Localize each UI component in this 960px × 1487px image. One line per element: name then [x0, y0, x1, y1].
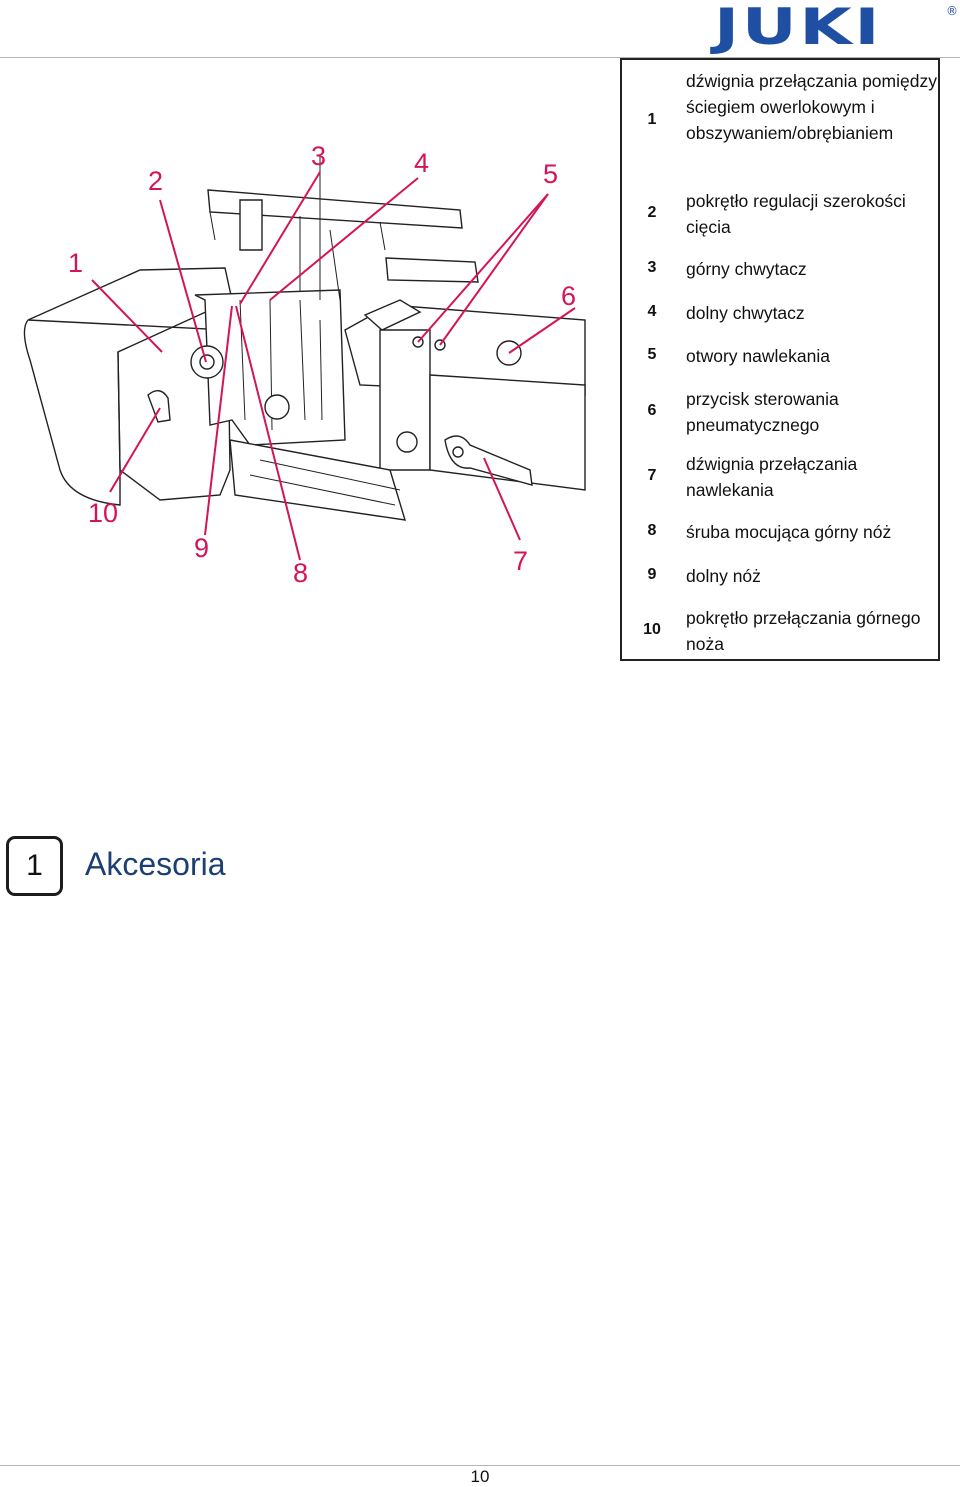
callout-6: 6 [561, 281, 576, 311]
callout-10: 10 [88, 498, 118, 528]
legend-label: śruba mocująca górny nóż [686, 522, 892, 542]
legend-number: 2 [647, 204, 657, 221]
legend-number: 7 [647, 467, 657, 484]
legend-label: dolny nóż [686, 566, 761, 586]
header-rule [0, 57, 960, 58]
logo-text: JUKI [714, 0, 883, 56]
callout-1: 1 [68, 248, 83, 278]
legend-row: 1 dźwignia przełączania pomiędzy ściegie… [622, 68, 938, 180]
legend-number: 8 [647, 522, 657, 539]
callout-numbers: 1 2 3 4 5 6 7 8 9 10 [68, 141, 576, 588]
legend-label: dźwignia przełączania pomiędzy ściegiem … [686, 71, 937, 143]
parts-legend-table: 1 dźwignia przełączania pomiędzy ściegie… [620, 58, 940, 661]
legend-row: 4 dolny chwytacz [622, 300, 938, 330]
legend-row: 8 śruba mocująca górny nóż [622, 519, 938, 549]
juki-logo: JUKI ® [714, 0, 958, 56]
legend-label: górny chwytacz [686, 259, 807, 279]
callout-7: 7 [513, 546, 528, 576]
legend-number: 1 [647, 111, 657, 128]
legend-number: 4 [647, 303, 657, 320]
callout-4: 4 [414, 148, 429, 178]
legend-row: 6 przycisk sterowania pneumatycznego [622, 386, 938, 442]
callout-2: 2 [148, 166, 163, 196]
legend-row: 10 pokrętło przełączania górnego noża [622, 605, 938, 661]
legend-label: pokrętło przełączania górnego noża [686, 608, 921, 654]
legend-number: 3 [647, 259, 657, 276]
callout-5: 5 [543, 159, 558, 189]
machine-diagram: 1 2 3 4 5 6 7 8 9 10 [23, 141, 586, 588]
footer-rule [0, 1465, 960, 1466]
legend-label: przycisk sterowania pneumatycznego [686, 389, 839, 435]
callout-9: 9 [194, 533, 209, 563]
legend-number: 9 [647, 566, 657, 583]
legend-row: 7 dźwignia przełączania nawlekania [622, 451, 938, 507]
legend-label: pokrętło regulacji szerokości cięcia [686, 191, 906, 237]
section-number-box: 1 [6, 836, 63, 896]
legend-number: 10 [643, 621, 661, 638]
page-number: 10 [470, 1467, 490, 1486]
legend-row: 2 pokrętło regulacji szerokości cięcia [622, 188, 938, 244]
callout-8: 8 [293, 558, 308, 588]
legend-row: 9 dolny nóż [622, 563, 938, 593]
legend-label: otwory nawlekania [686, 346, 830, 366]
callout-3: 3 [311, 141, 326, 171]
legend-label: dźwignia przełączania nawlekania [686, 454, 858, 500]
section-title: Akcesoria [85, 846, 226, 882]
legend-number: 6 [647, 402, 657, 419]
registered-mark: ® [946, 4, 958, 18]
leader-lines [91, 171, 576, 561]
legend-label: dolny chwytacz [686, 303, 805, 323]
legend-row: 5 otwory nawlekania [622, 343, 938, 373]
legend-number: 5 [647, 346, 657, 363]
legend-row: 3 górny chwytacz [622, 256, 938, 286]
machine-line-art [23, 155, 586, 521]
